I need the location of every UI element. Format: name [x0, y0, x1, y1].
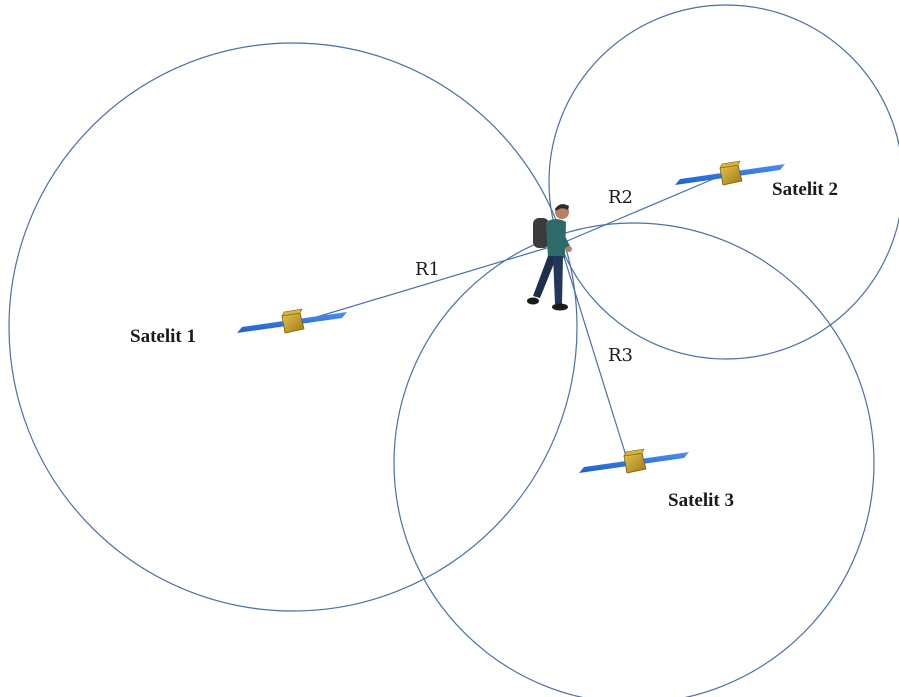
range-line-r1: [299, 243, 561, 323]
range-label-r1: R1: [415, 259, 440, 280]
satellite-1-label: Satelit 1: [130, 326, 196, 347]
satellite-2-label: Satelit 2: [772, 179, 838, 200]
person-icon: [527, 204, 572, 311]
satellite-3-icon: [578, 448, 690, 474]
range-circle-1: [8, 42, 578, 612]
satellite-2-icon: [674, 160, 786, 186]
satellite-3-label: Satelit 3: [668, 490, 734, 511]
range-label-r3: R3: [608, 345, 633, 366]
range-line-r2: [559, 176, 719, 245]
range-label-r2: R2: [608, 187, 633, 208]
range-circle-3: [393, 222, 875, 697]
range-circle-2: [548, 4, 899, 360]
range-line-r3: [559, 243, 628, 460]
